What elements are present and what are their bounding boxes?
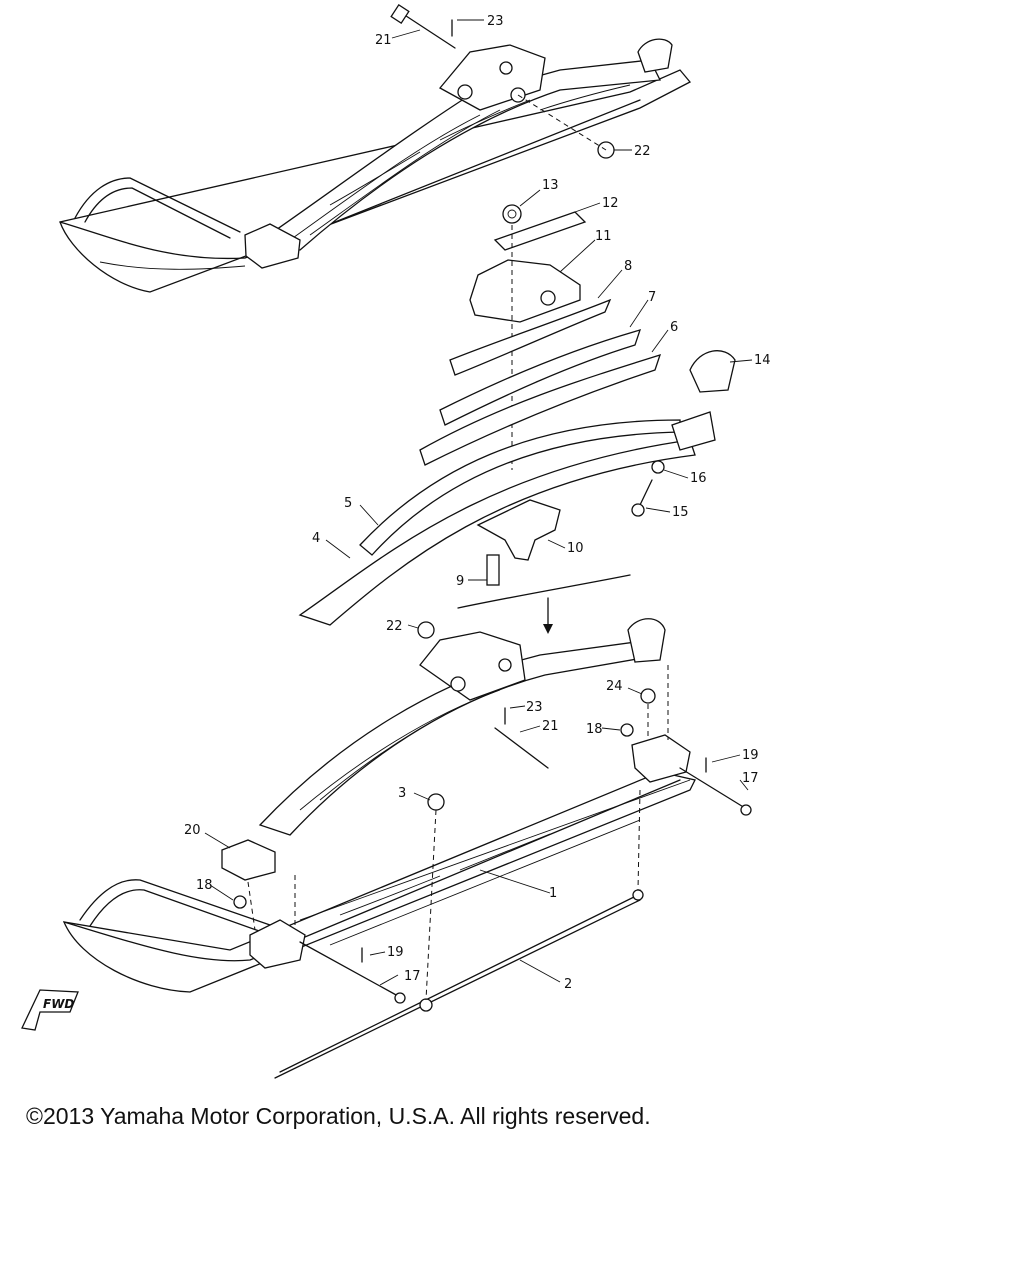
- bottom-ski-assembly: [62, 618, 752, 1079]
- callout-15: 15: [672, 505, 689, 520]
- callout-21-bottom: 21: [542, 719, 559, 734]
- copyright-notice: ©2013 Yamaha Motor Corporation, U.S.A. A…: [26, 1103, 651, 1129]
- exploded-parts: [298, 204, 736, 634]
- callout-17-left: 17: [404, 969, 421, 984]
- callout-3: 3: [398, 786, 406, 801]
- callout-20: 20: [184, 823, 201, 838]
- callout-leaders: [204, 19, 753, 986]
- callout-18-left: 18: [196, 878, 213, 893]
- callout-5: 5: [344, 496, 352, 511]
- callout-24: 24: [606, 679, 623, 694]
- fwd-arrow-icon: FWD: [21, 989, 79, 1031]
- callout-13: 13: [542, 178, 559, 193]
- callout-23-top: 23: [487, 14, 504, 29]
- callout-8: 8: [624, 259, 632, 274]
- callout-7: 7: [648, 290, 656, 305]
- callout-21-top: 21: [375, 33, 392, 48]
- callout-11: 11: [595, 229, 612, 244]
- ski-assembly-diagram: FWD 1 2 3 4: [21, 3, 771, 1079]
- callout-17-right: 17: [742, 771, 759, 786]
- callout-1: 1: [549, 886, 557, 901]
- callout-19-left: 19: [387, 945, 404, 960]
- callout-labels: 1 2 3 4 5 6 7 8 9 10 11 12 13 14 15 16 1…: [184, 14, 771, 992]
- fwd-label: FWD: [43, 997, 74, 1011]
- callout-6: 6: [670, 320, 678, 335]
- callout-22-bottom: 22: [386, 619, 403, 634]
- top-ski-assembly: [59, 3, 692, 293]
- callout-4: 4: [312, 531, 320, 546]
- callout-16: 16: [690, 471, 707, 486]
- callout-19-right: 19: [742, 748, 759, 763]
- callout-23-bottom: 23: [526, 700, 543, 715]
- callout-22-top: 22: [634, 144, 651, 159]
- callout-12: 12: [602, 196, 619, 211]
- callout-18-right: 18: [586, 722, 603, 737]
- callout-9: 9: [456, 574, 464, 589]
- callout-14: 14: [754, 353, 771, 368]
- callout-2: 2: [564, 977, 572, 992]
- callout-10: 10: [567, 541, 584, 556]
